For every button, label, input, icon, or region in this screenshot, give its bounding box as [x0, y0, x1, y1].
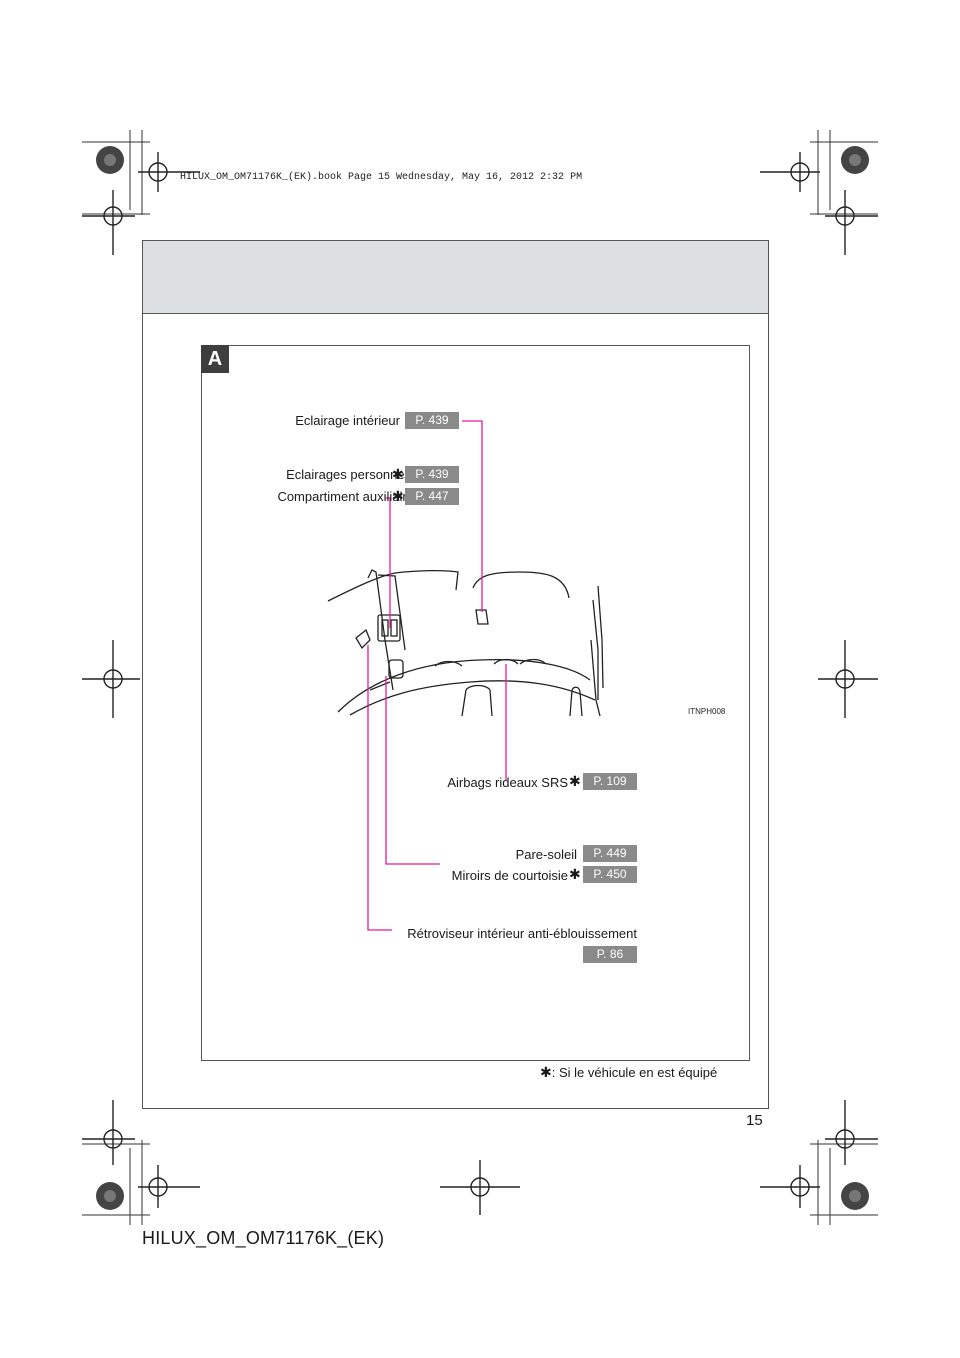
asterisk-icon: ✱: [540, 1064, 552, 1080]
leader-sun-visor: [385, 676, 440, 865]
callout-rear-view-mirror-ref[interactable]: P. 86: [583, 946, 637, 963]
ceiling-lineart: [327, 569, 604, 717]
target-bottom-right: [760, 1165, 820, 1208]
section-tab: A: [201, 345, 229, 373]
callout-vanity-mirror-label: Miroirs de courtoisie: [451, 868, 568, 883]
target-mid-left: [82, 640, 140, 718]
callout-vanity-mirror-ref[interactable]: P. 450: [583, 866, 637, 883]
sunburst-top-left: [96, 146, 124, 174]
figure-code: ITNPH008: [688, 707, 726, 716]
page-frame: [142, 240, 769, 1109]
callout-curtain-airbags-ref[interactable]: P. 109: [583, 773, 637, 790]
target-top-right-2: [825, 190, 878, 255]
asterisk-icon: ✱: [392, 488, 404, 504]
target-mid-right: [818, 640, 878, 718]
callout-aux-box-label: Compartiment auxiliaire: [277, 489, 414, 504]
callout-personal-lights-ref[interactable]: P. 439: [405, 466, 459, 483]
callout-personal-lights-label: Eclairages personnels: [286, 467, 414, 482]
target-top-right: [760, 152, 820, 192]
registration-targets: [82, 152, 878, 1215]
target-bottom-left-2: [138, 1165, 200, 1208]
leader-rear-view-mirror: [367, 645, 392, 931]
asterisk-icon: ✱: [569, 773, 581, 789]
print-header-line: HILUX_OM_OM71176K_(EK).book Page 15 Wedn…: [180, 172, 583, 183]
callout-interior-light-label: Eclairage intérieur: [295, 413, 400, 428]
sunburst-top-right: [841, 146, 869, 174]
figure-box: [201, 345, 750, 1061]
callout-rear-view-mirror-label: Rétroviseur intérieur anti-éblouissement: [407, 926, 637, 941]
footnote: ✱: Si le véhicule en est équipé: [540, 1065, 717, 1080]
footnote-text: : Si le véhicule en est équipé: [551, 1065, 718, 1080]
target-bottom-right-2: [825, 1100, 878, 1165]
target-top-left: [138, 152, 200, 192]
callout-curtain-airbags-label: Airbags rideaux SRS: [447, 775, 568, 790]
callout-aux-box-ref[interactable]: P. 447: [405, 488, 459, 505]
leader-personal-lights: [386, 497, 391, 628]
target-bottom-center: [440, 1160, 520, 1215]
callout-sun-visor-label: Pare-soleil: [515, 847, 577, 862]
asterisk-icon: ✱: [392, 466, 404, 482]
sunburst-bottom-right: [841, 1182, 869, 1210]
sunburst-marks: [96, 146, 869, 1210]
footer-document-id: HILUX_OM_OM71176K_(EK): [142, 1228, 385, 1248]
sunburst-bottom-left: [96, 1182, 124, 1210]
page-number: 15: [746, 1112, 763, 1129]
target-top-left-2: [82, 190, 135, 255]
callout-interior-light-ref[interactable]: P. 439: [405, 412, 459, 429]
leader-interior-light: [462, 420, 483, 612]
callout-sun-visor-ref[interactable]: P. 449: [583, 845, 637, 862]
asterisk-icon: ✱: [569, 866, 581, 882]
header-band: [143, 241, 768, 314]
leader-lines: [367, 420, 507, 931]
target-bottom-left: [82, 1100, 135, 1165]
